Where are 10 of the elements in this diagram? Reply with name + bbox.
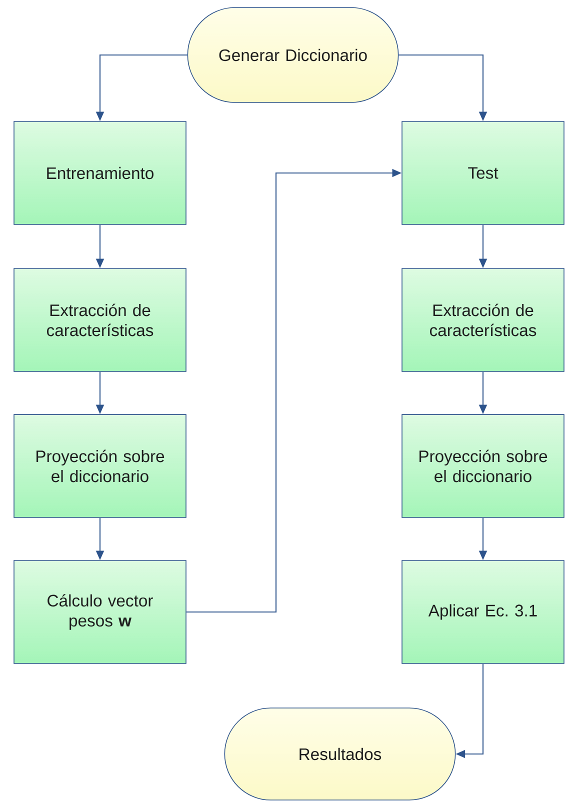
process-box: Entrenamiento	[14, 121, 186, 225]
process-box: Proyección sobre el diccionario	[14, 414, 186, 518]
process-box: Proyección sobre el diccionario	[402, 414, 564, 518]
process-box: Extracción de características	[402, 268, 564, 372]
process-box: Extracción de características	[14, 268, 186, 372]
terminal-oval: Resultados	[224, 708, 456, 800]
process-box: Cálculo vector pesos w	[14, 560, 186, 664]
terminal-oval: Generar Diccionario	[187, 7, 399, 103]
process-box: Aplicar Ec. 3.1	[402, 560, 564, 664]
process-box: Test	[402, 121, 564, 225]
